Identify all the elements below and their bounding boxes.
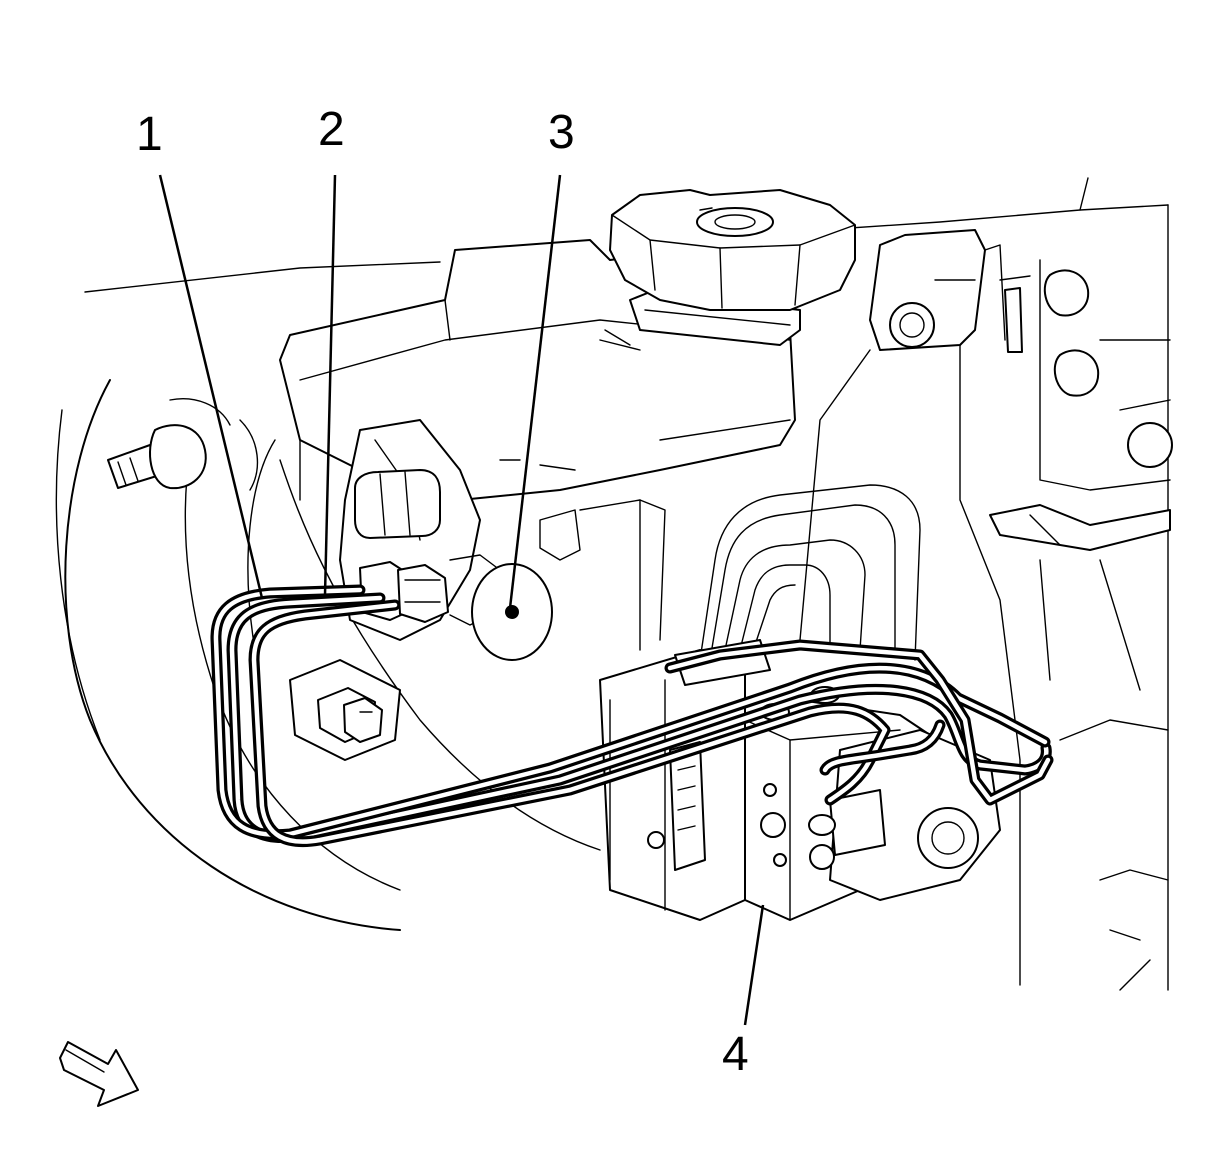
callout-2: 2 <box>318 103 345 156</box>
brake-booster <box>55 379 601 931</box>
brake-pipes <box>210 584 1054 848</box>
leader-line-1 <box>158 174 264 599</box>
right-side-bracket <box>799 229 1173 986</box>
leader-line-2 <box>323 174 337 596</box>
leader-line-4 <box>743 904 765 1026</box>
callout-1: 1 <box>136 108 163 161</box>
callouts: 1 2 3 4 <box>136 103 749 1081</box>
master-cylinder-body <box>339 419 666 661</box>
callout-3: 3 <box>548 106 575 159</box>
leader-line-3 <box>508 174 562 609</box>
background-outline <box>84 177 1169 991</box>
callout-4: 4 <box>722 1028 749 1081</box>
view-direction-arrow-icon <box>59 1041 139 1107</box>
leader-lines <box>158 174 765 1026</box>
mounting-nut <box>289 659 401 761</box>
